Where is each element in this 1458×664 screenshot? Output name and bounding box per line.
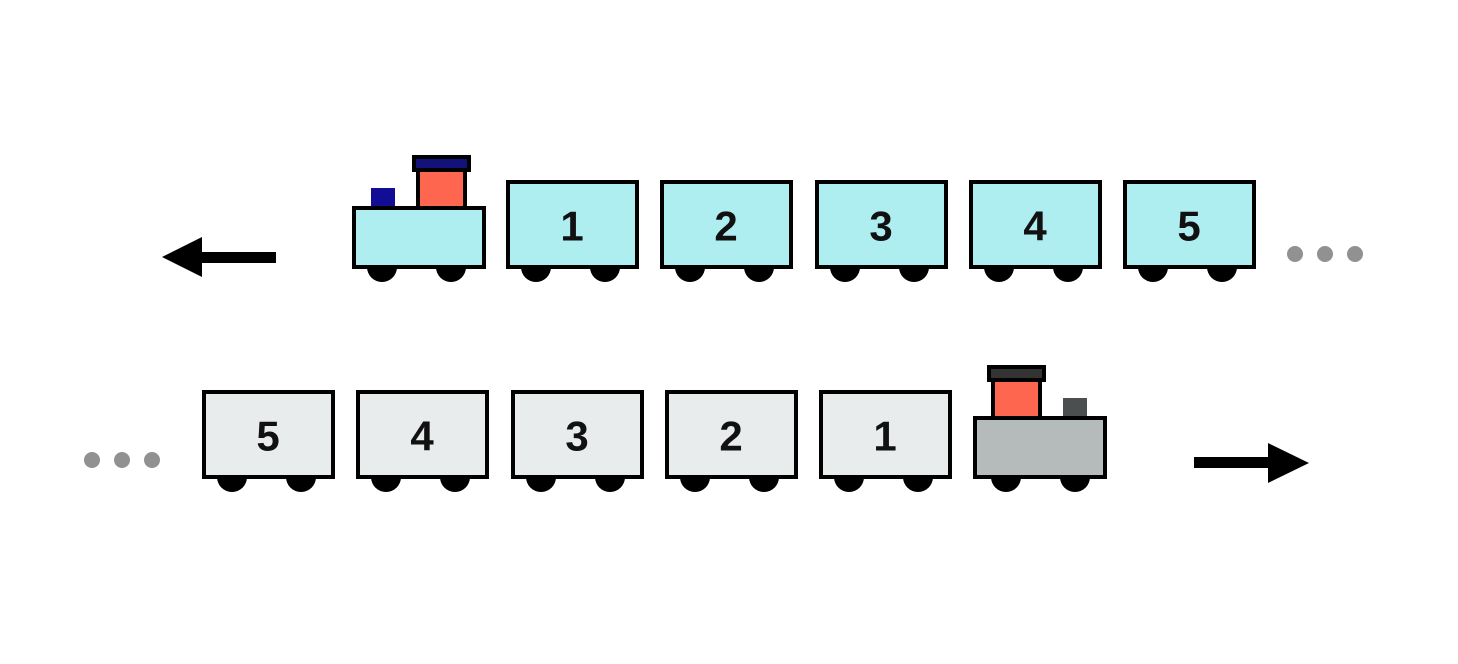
car-number: 1 bbox=[560, 203, 583, 250]
engine-dome bbox=[1063, 398, 1087, 418]
car-number: 4 bbox=[410, 413, 434, 460]
top-car-2: 2 bbox=[660, 180, 793, 282]
car-number: 1 bbox=[873, 413, 896, 460]
car-number: 2 bbox=[719, 413, 742, 460]
top-car-1: 1 bbox=[506, 180, 639, 282]
car-number: 5 bbox=[256, 413, 279, 460]
engine-chimney bbox=[416, 164, 467, 211]
engine-chimney-cap bbox=[987, 365, 1046, 382]
car-number: 3 bbox=[565, 413, 588, 460]
bottom-engine bbox=[973, 365, 1107, 492]
bottom-car-3: 3 bbox=[511, 390, 644, 492]
top-ellipsis-icon bbox=[1287, 246, 1363, 262]
engine-dome bbox=[371, 188, 395, 208]
bottom-car-2: 2 bbox=[665, 390, 798, 492]
top-engine bbox=[352, 155, 486, 282]
bottom-car-4: 4 bbox=[356, 390, 489, 492]
bottom-car-5: 5 bbox=[202, 390, 335, 492]
car-number: 5 bbox=[1177, 203, 1200, 250]
right-arrow-icon bbox=[1194, 443, 1309, 483]
left-arrow-icon bbox=[162, 237, 276, 277]
top-car-5: 5 bbox=[1123, 180, 1256, 282]
bottom-ellipsis-icon bbox=[84, 452, 160, 468]
car-number: 2 bbox=[714, 203, 737, 250]
engine-chimney bbox=[991, 374, 1042, 421]
top-car-4: 4 bbox=[969, 180, 1102, 282]
bottom-car-1: 1 bbox=[819, 390, 952, 492]
top-car-3: 3 bbox=[815, 180, 948, 282]
car-number: 3 bbox=[869, 203, 892, 250]
car-number: 4 bbox=[1023, 203, 1047, 250]
engine-chimney-cap bbox=[412, 155, 471, 172]
